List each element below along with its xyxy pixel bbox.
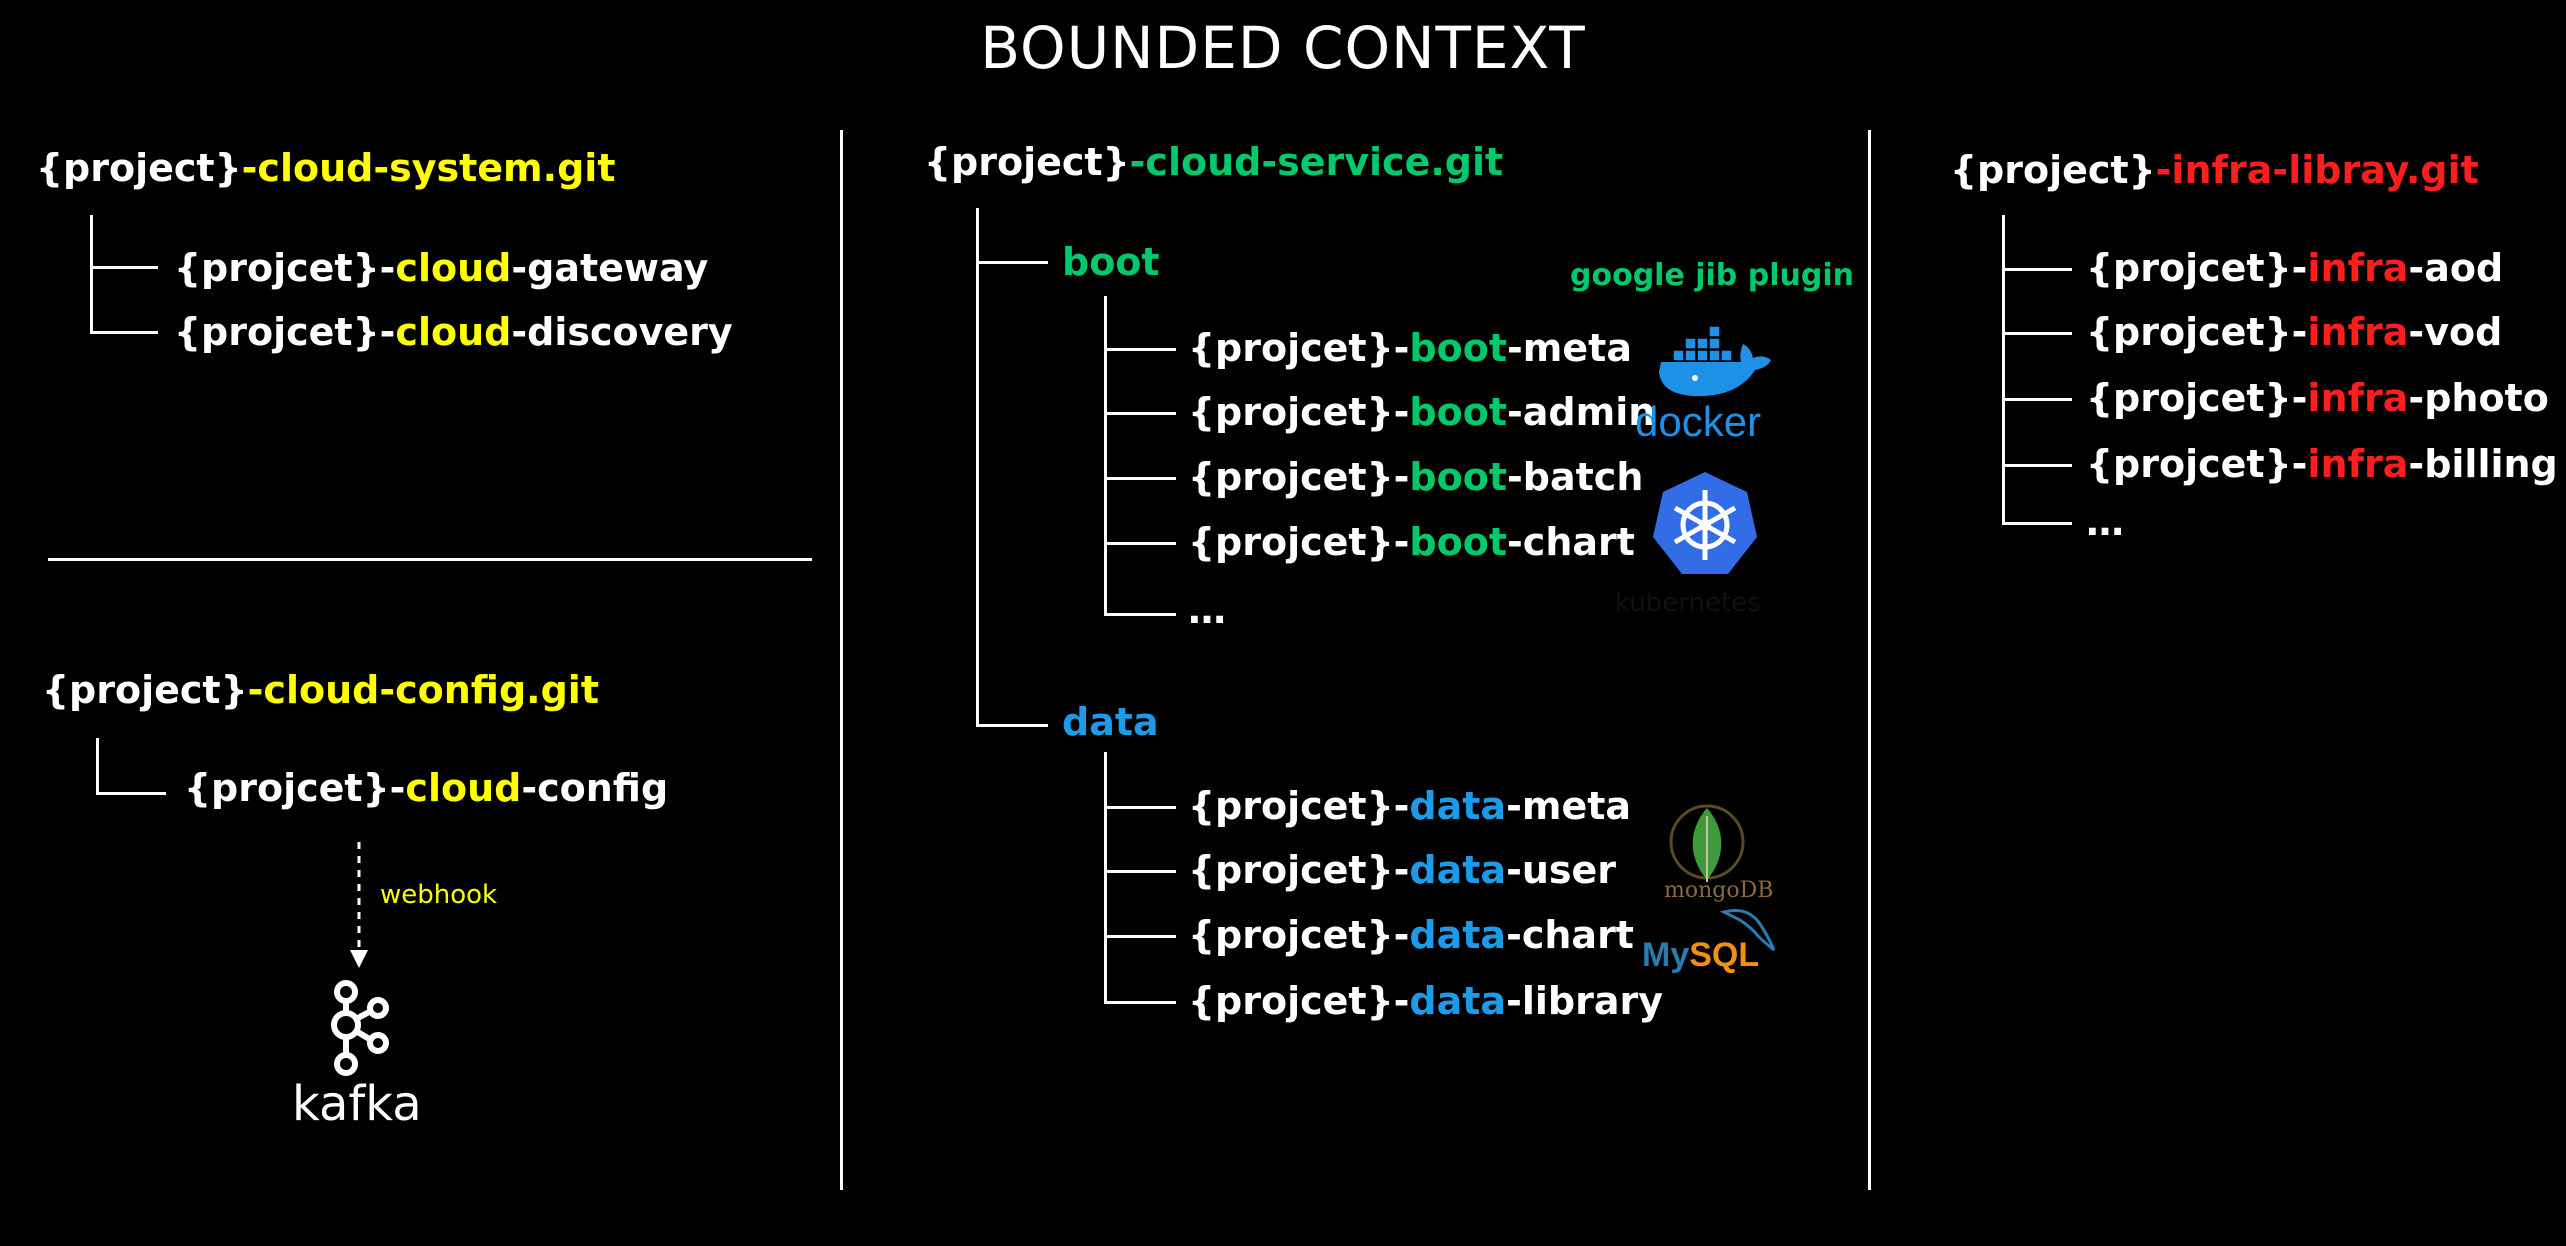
tree-line (1104, 806, 1176, 809)
config-repo-title: {project}-cloud-config.git (42, 668, 599, 712)
tree-line (976, 724, 1048, 727)
data-module-chart: {projcet}-data-chart (1188, 913, 1634, 957)
column-divider-left (840, 130, 843, 1190)
tree-line (2002, 332, 2072, 335)
tree-line (2002, 398, 2072, 401)
column-divider-right (1868, 130, 1871, 1190)
tree-line (1104, 752, 1107, 1004)
tree-line (1104, 296, 1107, 616)
tree-line (1104, 870, 1176, 873)
infra-module-billing: {projcet}-infra-billing (2086, 442, 2558, 486)
data-module-user: {projcet}-data-user (1188, 848, 1617, 892)
mongodb-label: mongoDB (1664, 878, 1774, 903)
data-module-library: {projcet}-data-library (1188, 979, 1663, 1023)
mysql-label-sql: SQL (1689, 936, 1760, 974)
section-divider-left (48, 558, 812, 561)
config-module: {projcet}-cloud-config (184, 766, 669, 810)
tree-line (1104, 542, 1176, 545)
infra-more-ellipsis: … (2086, 500, 2124, 544)
mysql-dolphin-icon (1719, 909, 1776, 952)
system-module-discovery: {projcet}-cloud-discovery (174, 310, 733, 354)
boot-module-admin: {projcet}-boot-admin (1188, 390, 1656, 434)
tree-line (2002, 464, 2072, 467)
data-module-meta: {projcet}-data-meta (1188, 784, 1632, 828)
webhook-label: webhook (380, 880, 498, 910)
jib-plugin-label: google jib plugin (1570, 258, 1854, 293)
tree-line (1104, 1001, 1176, 1004)
tree-line (1104, 348, 1176, 351)
mysql-label: MySQL (1642, 936, 1759, 975)
tree-line (2002, 215, 2005, 525)
infra-repo-title: {project}-infra-libray.git (1950, 148, 2479, 192)
boot-module-batch: {projcet}-boot-batch (1188, 455, 1644, 499)
page-title: BOUNDED CONTEXT (980, 14, 1586, 82)
boot-module-meta: {projcet}-boot-meta (1188, 326, 1632, 370)
tree-line (1104, 935, 1176, 938)
tree-line (2002, 268, 2072, 271)
system-repo-title: {project}-cloud-system.git (36, 146, 616, 190)
boot-branch-label: boot (1062, 240, 1160, 284)
tree-line (976, 208, 979, 726)
mongodb-icon (1669, 804, 1745, 882)
docker-icon (1659, 325, 1771, 397)
tree-line (1104, 477, 1176, 480)
docker-label: docker (1635, 398, 1762, 445)
tree-line (2002, 522, 2072, 525)
tree-line (90, 266, 158, 269)
infra-module-vod: {projcet}-infra-vod (2086, 310, 2503, 354)
infra-module-aod: {projcet}-infra-aod (2086, 246, 2504, 290)
boot-module-chart: {projcet}-boot-chart (1188, 520, 1635, 564)
kafka-icon (331, 980, 389, 1076)
boot-more-ellipsis: … (1188, 588, 1226, 632)
tree-line (1104, 412, 1176, 415)
tree-line (96, 738, 99, 794)
data-branch-label: data (1062, 700, 1159, 744)
kafka-label: kafka (292, 1076, 422, 1132)
tree-line (90, 331, 158, 334)
tree-line (976, 261, 1048, 264)
service-repo-title: {project}-cloud-service.git (924, 140, 1504, 184)
tree-line (90, 215, 93, 333)
tree-line (96, 792, 166, 795)
infra-module-photo: {projcet}-infra-photo (2086, 376, 2549, 420)
system-module-gateway: {projcet}-cloud-gateway (174, 246, 709, 290)
tree-line (1104, 613, 1176, 616)
kubernetes-label: kubernetes (1615, 588, 1761, 618)
kubernetes-icon (1653, 472, 1757, 574)
mysql-label-my: My (1642, 936, 1690, 974)
